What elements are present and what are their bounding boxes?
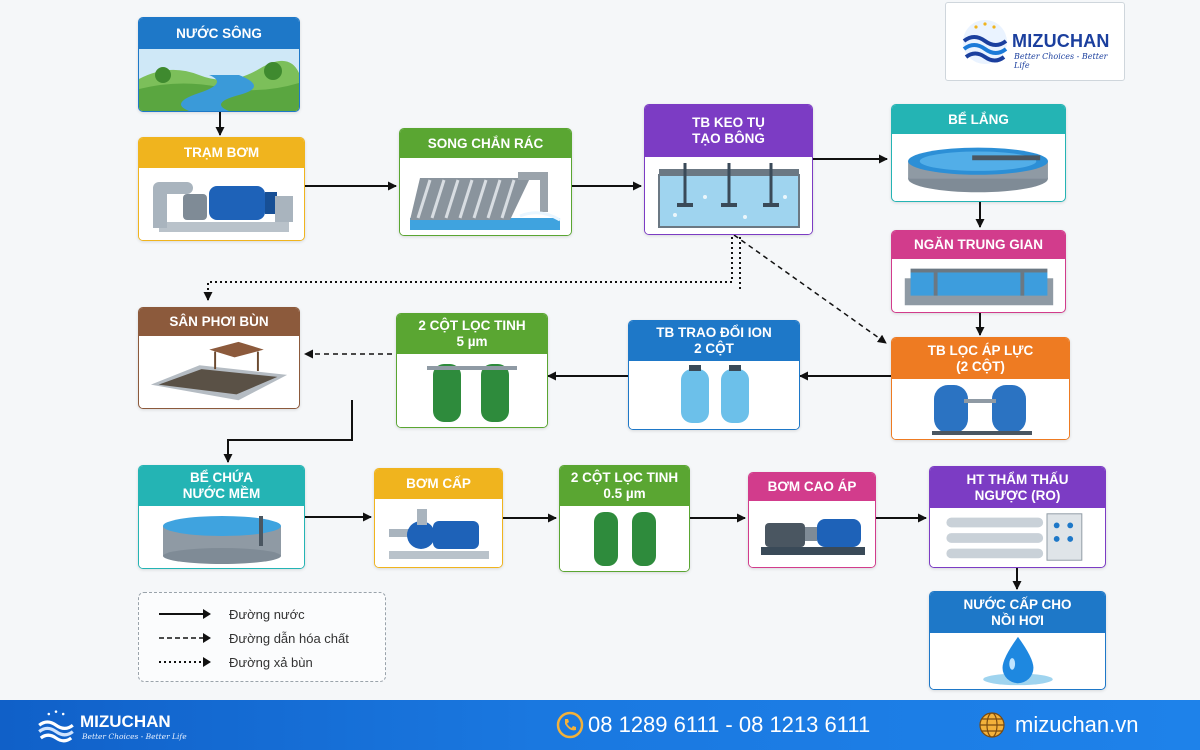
footer-brand-tagline: Better Choices - Better Life <box>82 732 187 741</box>
legend-item-chemical: Đường dẫn hóa chất <box>159 629 349 647</box>
node-title: 2 CỘT LỌC TINH 0.5 µm <box>560 466 689 506</box>
solid-arrow-icon <box>159 609 211 619</box>
node-title-line1: HT THẨM THẤU <box>966 471 1069 487</box>
node-title: TB KEO TỤ TẠO BÔNG <box>645 105 812 157</box>
node-trash-screen: SONG CHẮN RÁC <box>399 128 572 236</box>
node-title-line1: TB KEO TỤ <box>692 115 765 130</box>
node-pump-station: TRẠM BƠM <box>138 137 305 241</box>
footer-bar: MIZUCHAN Better Choices - Better Life 08… <box>0 700 1200 750</box>
node-river-water: NƯỚC SÔNG <box>138 17 300 112</box>
footer-brand-name: MIZUCHAN <box>80 712 171 731</box>
intermediate-tank-icon <box>895 259 1062 312</box>
node-title-line1: 2 CỘT LỌC TINH <box>418 318 526 333</box>
arrow-fine5-to-storage <box>223 400 353 463</box>
node-title: NGĂN TRUNG GIAN <box>892 231 1065 259</box>
coagulation-tank-icon <box>645 157 812 234</box>
footer-phone[interactable]: 08 1289 6111 - 08 1213 6111 <box>588 712 871 737</box>
storage-tank-icon <box>139 506 304 568</box>
node-title-line1: TB LỌC ÁP LỰC <box>927 342 1034 358</box>
node-title-line1: 2 CỘT LỌC TINH <box>570 470 679 485</box>
node-title: TB LỌC ÁP LỰC (2 CỘT) <box>892 338 1069 379</box>
node-sludge-drying-bed: SÂN PHƠI BÙN <box>138 307 300 409</box>
pump-station-icon <box>139 168 304 240</box>
node-title: SONG CHẮN RÁC <box>400 129 571 158</box>
legend-item-sludge: Đường xả bùn <box>159 653 313 671</box>
phone-icon <box>556 711 584 739</box>
node-title-line1: TB TRAO ĐỔI ION <box>656 325 772 340</box>
wave-logo-icon <box>38 710 74 743</box>
node-title-line2: NGƯỢC (RO) <box>974 487 1061 503</box>
fine-filter-icon <box>560 506 689 571</box>
node-fine-filter-5um: 2 CỘT LỌC TINH 5 µm <box>396 313 548 428</box>
node-title-line2: 5 µm <box>456 334 488 349</box>
legend-label: Đường dẫn hóa chất <box>229 630 349 646</box>
legend: Đường nước Đường dẫn hóa chất Đường xả b… <box>138 592 386 682</box>
node-ion-exchange: TB TRAO ĐỔI ION 2 CỘT <box>628 320 800 430</box>
dashed-arrow-icon <box>159 633 211 643</box>
footer-website[interactable]: mizuchan.vn <box>1015 712 1139 737</box>
node-title: TB TRAO ĐỔI ION 2 CỘT <box>629 321 799 361</box>
sludge-drying-bed-icon <box>141 336 297 408</box>
flow-arrows <box>203 112 1022 590</box>
node-soft-water-storage: BỂ CHỨA NƯỚC MỀM <box>138 465 305 569</box>
pressure-filter-icon <box>892 379 1069 439</box>
node-title: BỂ CHỨA NƯỚC MỀM <box>139 466 304 506</box>
node-title: NƯỚC CẤP CHO NỒI HƠI <box>930 592 1105 633</box>
globe-icon <box>979 712 1005 738</box>
node-title-line1: BỂ CHỨA <box>190 470 253 485</box>
brand-name: MIZUCHAN <box>1012 31 1110 51</box>
node-title-line1: NƯỚC CẤP CHO <box>963 596 1072 612</box>
node-boiler-feed-water: NƯỚC CẤP CHO NỒI HƠI <box>929 591 1106 690</box>
node-reverse-osmosis: HT THẨM THẤU NGƯỢC (RO) <box>929 466 1106 568</box>
node-title: SÂN PHƠI BÙN <box>139 308 299 336</box>
node-title-line2: 0.5 µm <box>603 486 646 501</box>
water-drop-icon <box>933 633 1102 689</box>
settling-tank-icon <box>894 134 1063 201</box>
ion-exchange-icon <box>629 361 799 429</box>
chem-line-coag-to-pressure <box>733 234 887 344</box>
node-pressure-filter: TB LỌC ÁP LỰC (2 CỘT) <box>891 337 1070 440</box>
node-title: 2 CỘT LỌC TINH 5 µm <box>397 314 547 354</box>
node-title: NƯỚC SÔNG <box>139 18 299 49</box>
node-coagulation: TB KEO TỤ TẠO BÔNG <box>644 104 813 235</box>
legend-item-water: Đường nước <box>159 605 305 623</box>
node-high-pressure-pump: BƠM CAO ÁP <box>748 472 876 568</box>
node-settling-tank: BỂ LẮNG <box>891 104 1066 202</box>
node-title-line2: NƯỚC MỀM <box>182 486 261 501</box>
node-title: BƠM CAO ÁP <box>749 473 875 501</box>
node-feed-pump: BƠM CẤP <box>374 468 503 568</box>
node-title-line2: NỒI HƠI <box>991 612 1044 628</box>
sludge-line-to-drying-bed <box>203 237 733 301</box>
node-fine-filter-05um: 2 CỘT LỌC TINH 0.5 µm <box>559 465 690 572</box>
node-title-line2: (2 CỘT) <box>956 358 1005 374</box>
feed-pump-icon <box>375 499 502 567</box>
node-title: TRẠM BƠM <box>139 138 304 168</box>
high-pressure-pump-icon <box>749 501 875 567</box>
dotted-arrow-icon <box>159 657 211 667</box>
node-title: BỂ LẮNG <box>892 105 1065 134</box>
river-landscape-icon <box>139 49 299 111</box>
node-intermediate-tank: NGĂN TRUNG GIAN <box>891 230 1066 313</box>
reverse-osmosis-icon <box>932 508 1103 567</box>
node-title: HT THẨM THẤU NGƯỢC (RO) <box>930 467 1105 508</box>
node-title-line2: TẠO BÔNG <box>692 131 765 146</box>
brand-tagline: Better Choices - Better Life <box>1014 52 1108 70</box>
node-title-line2: 2 CỘT <box>694 341 734 356</box>
node-title: BƠM CẤP <box>375 469 502 499</box>
fine-filter-icon <box>397 354 547 427</box>
trash-screen-icon <box>400 158 571 235</box>
legend-label: Đường nước <box>229 606 305 622</box>
wave-logo-icon <box>962 20 1008 64</box>
brand-logo-box: MIZUCHAN Better Choices - Better Life <box>945 2 1125 81</box>
legend-label: Đường xả bùn <box>229 654 313 670</box>
